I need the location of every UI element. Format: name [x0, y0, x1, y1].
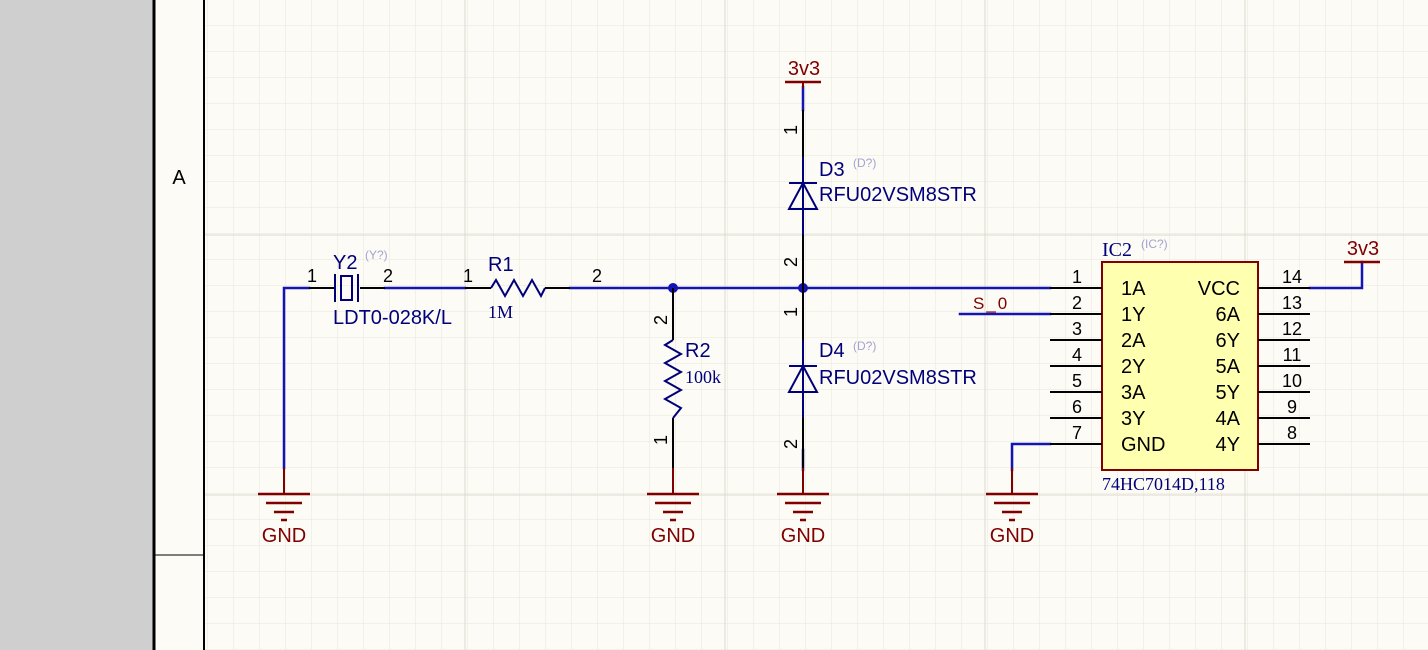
- pin-number: 12: [1282, 319, 1302, 339]
- pin-number: 2: [651, 315, 671, 325]
- pin-name: 1Y: [1121, 304, 1145, 326]
- pin-number: 2: [383, 266, 393, 286]
- pin-number: 5: [1072, 371, 1082, 391]
- ic-body: [1101, 261, 1259, 471]
- component-value: 1M: [488, 302, 513, 322]
- gnd-port[interactable]: GND: [986, 468, 1038, 547]
- designator-hint: (IC?): [1141, 237, 1168, 251]
- power-port-label: GND: [990, 525, 1034, 547]
- pin-number: 7: [1072, 423, 1082, 443]
- ic-pin[interactable]: 4 2Y: [1050, 345, 1145, 378]
- component-value: 74HC7014D,118: [1102, 474, 1225, 494]
- pin-name: 4Y: [1216, 434, 1240, 456]
- zone-label: A: [172, 167, 186, 189]
- pin-name: 6Y: [1216, 330, 1240, 352]
- diode-d4[interactable]: 1 2 D4 (D?) RFU02VSM8STR: [781, 288, 977, 470]
- pin-name: VCC: [1198, 278, 1240, 300]
- pin-name: 1A: [1121, 278, 1146, 300]
- crystal-y2[interactable]: 1 2 Y2 (Y?) LDT0-028K/L: [307, 248, 452, 329]
- pin-number: 9: [1287, 397, 1297, 417]
- designator-hint: (D?): [853, 156, 876, 170]
- ic-pin[interactable]: 10 5Y: [1216, 371, 1310, 404]
- ic-pin[interactable]: 1 1A: [1050, 267, 1146, 300]
- designator-hint: (D?): [853, 339, 876, 353]
- component-designator: R1: [488, 254, 514, 276]
- component-designator: D4: [819, 340, 845, 362]
- pin-number: 8: [1287, 423, 1297, 443]
- ic-pin[interactable]: 13 6A: [1216, 293, 1310, 326]
- pin-name: 4A: [1216, 408, 1241, 430]
- wires[interactable]: [282, 85, 1364, 472]
- power-port-label: GND: [262, 525, 306, 547]
- pin-number: 1: [307, 266, 317, 286]
- pin-number: 4: [1072, 345, 1082, 365]
- net-label-s0[interactable]: S_0: [973, 294, 1009, 313]
- gnd-port[interactable]: GND: [647, 468, 699, 547]
- ic-pin[interactable]: 3 2A: [1050, 319, 1146, 352]
- pin-number: 2: [1072, 293, 1082, 313]
- designator-hint: (Y?): [365, 248, 388, 262]
- ic-pin[interactable]: 9 4A: [1216, 397, 1310, 430]
- power-port-label: GND: [651, 525, 695, 547]
- pin-number: 1: [463, 266, 473, 286]
- gnd-port[interactable]: GND: [258, 468, 310, 547]
- pin-number: 10: [1282, 371, 1302, 391]
- ic-pin[interactable]: 6 3Y: [1050, 397, 1145, 430]
- gnd-port[interactable]: GND: [777, 468, 829, 547]
- pin-number: 1: [1072, 267, 1082, 287]
- wire-ic-gnd: [1010, 442, 1052, 472]
- ic-pin[interactable]: 11 5A: [1216, 345, 1310, 378]
- pin-number: 2: [592, 266, 602, 286]
- component-designator: D3: [819, 159, 845, 181]
- pin-name: 5A: [1216, 356, 1241, 378]
- resistor-r1[interactable]: 1 2 R1 1M: [463, 254, 602, 322]
- pin-name: 5Y: [1216, 382, 1240, 404]
- power-port-3v3[interactable]: 3v3: [1344, 238, 1380, 264]
- sheet-border: A: [152, 0, 205, 650]
- pin-number: 2: [781, 257, 801, 267]
- pin-name: 2Y: [1121, 356, 1145, 378]
- pin-number: 13: [1282, 293, 1302, 313]
- component-designator: Y2: [333, 252, 357, 274]
- power-port-label: GND: [781, 525, 825, 547]
- pin-number: 6: [1072, 397, 1082, 417]
- component-value: RFU02VSM8STR: [819, 184, 977, 206]
- net-label-text: S_0: [973, 294, 1009, 313]
- ic-pin[interactable]: 5 3A: [1050, 371, 1146, 404]
- pin-number: 11: [1283, 345, 1302, 365]
- diode-d3[interactable]: 1 2 D3 (D?) RFU02VSM8STR: [781, 110, 977, 288]
- pin-number: 1: [781, 307, 801, 317]
- pin-name: 3A: [1121, 382, 1146, 404]
- power-port-label: 3v3: [788, 58, 820, 80]
- wire-vcc-ic: [1308, 260, 1364, 290]
- pin-name: GND: [1121, 434, 1165, 456]
- pin-name: 3Y: [1121, 408, 1145, 430]
- pin-name: 2A: [1121, 330, 1146, 352]
- ic-pin[interactable]: 12 6Y: [1216, 319, 1310, 352]
- component-designator: R2: [685, 340, 711, 362]
- pin-number: 1: [781, 125, 801, 135]
- component-value: RFU02VSM8STR: [819, 367, 977, 389]
- ic-pin[interactable]: 2 1Y: [1050, 293, 1145, 326]
- component-designator: IC2: [1102, 239, 1132, 261]
- component-value: 100k: [685, 367, 721, 387]
- off-sheet-area: [0, 0, 153, 650]
- power-port-label: 3v3: [1347, 238, 1379, 260]
- ic2-74hc7014[interactable]: IC2 (IC?) 74HC7014D,118 11A21Y32A42Y53A6…: [1050, 237, 1310, 494]
- resistor-r2[interactable]: 2 1 R2 100k: [651, 288, 721, 470]
- ic-pins: 11A21Y32A42Y53A63Y7GND14VCC136A126Y115A1…: [1050, 267, 1310, 456]
- pin-number: 14: [1282, 267, 1302, 287]
- pin-number: 3: [1072, 319, 1082, 339]
- wire-crystal-gnd: [282, 286, 311, 470]
- pin-number: 1: [651, 435, 671, 445]
- ic-pin[interactable]: 8 4Y: [1216, 423, 1310, 456]
- pin-number: 2: [781, 439, 801, 449]
- pin-name: 6A: [1216, 304, 1241, 326]
- component-value: LDT0-028K/L: [333, 307, 452, 329]
- power-port-3v3[interactable]: 3v3: [785, 58, 821, 88]
